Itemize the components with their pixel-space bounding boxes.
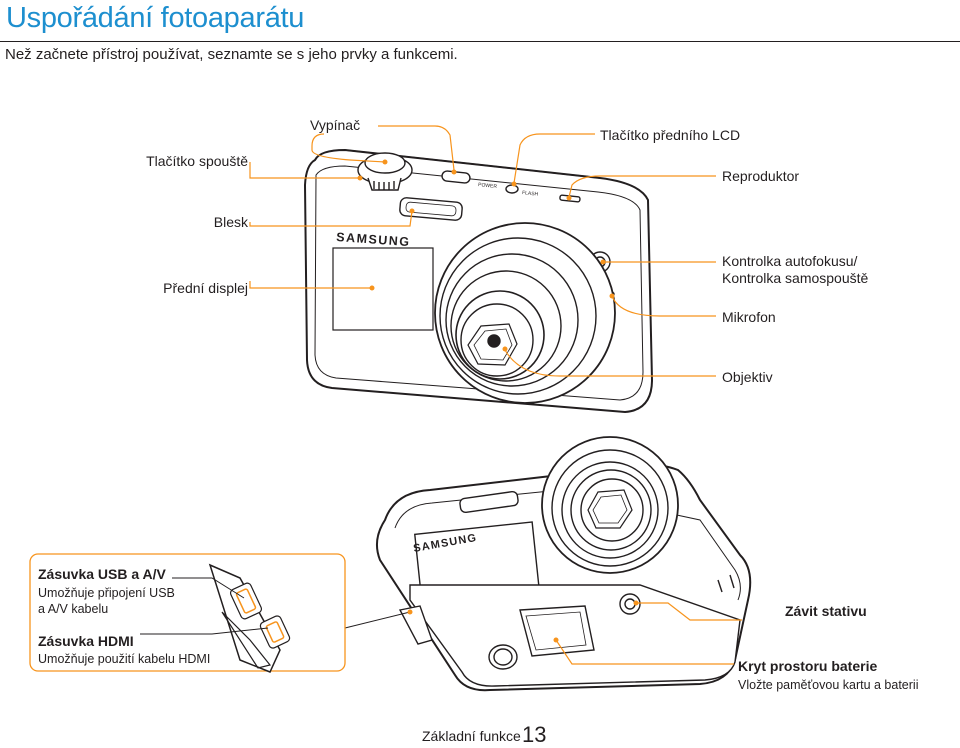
bottom-camera-illustration <box>375 436 752 692</box>
svg-text:POWER: POWER <box>478 182 498 190</box>
desc-usb-av-line1: Umožňuje připojení USB <box>38 586 175 600</box>
label-power-button: Vypínač <box>310 117 361 133</box>
front-brand-logo: SAMSUNG <box>336 230 411 249</box>
label-microphone: Mikrofon <box>722 309 776 325</box>
front-leader-dots <box>357 159 615 352</box>
usb-callout-connector <box>29 553 413 672</box>
usb-hdmi-leader-lines <box>140 577 269 635</box>
page-title: Uspořádání fotoaparátu <box>6 2 305 34</box>
bottom-leader-lines <box>555 602 742 665</box>
desc-hdmi: Umožňuje použití kabelu HDMI <box>38 652 211 666</box>
label-front-lcd-button: Tlačítko předního LCD <box>600 127 741 143</box>
front-leader-lines <box>249 125 716 377</box>
desc-usb-av-line2: a A/V kabelu <box>38 602 109 616</box>
label-hdmi-port: Zásuvka HDMI <box>38 633 134 649</box>
footer-section: Základní funkce <box>422 728 521 744</box>
label-af-lamp-line2: Kontrolka samospouště <box>722 270 869 286</box>
label-speaker: Reproduktor <box>722 168 800 184</box>
label-shutter-button: Tlačítko spouště <box>146 153 248 169</box>
bottom-leader-dots <box>553 600 639 643</box>
usb-hdmi-detail <box>208 563 291 673</box>
page-number: 13 <box>522 722 547 747</box>
label-usb-av-port: Zásuvka USB a A/V <box>38 566 166 582</box>
svg-text:FLASH: FLASH <box>522 190 539 198</box>
title-rule <box>0 41 960 42</box>
front-camera-illustration: POWER FLASH <box>303 148 654 414</box>
label-af-lamp-line1: Kontrolka autofokusu/ <box>722 253 858 269</box>
label-front-display: Přední displej <box>163 280 248 296</box>
label-lens: Objektiv <box>722 369 773 385</box>
desc-battery-cover: Vložte paměťovou kartu a baterii <box>738 678 919 692</box>
label-tripod-socket: Závit stativu <box>785 603 867 619</box>
label-battery-cover: Kryt prostoru baterie <box>738 658 878 674</box>
page-subtitle: Než začnete přístroj používat, seznamte … <box>5 46 458 63</box>
label-flash: Blesk <box>213 214 248 230</box>
